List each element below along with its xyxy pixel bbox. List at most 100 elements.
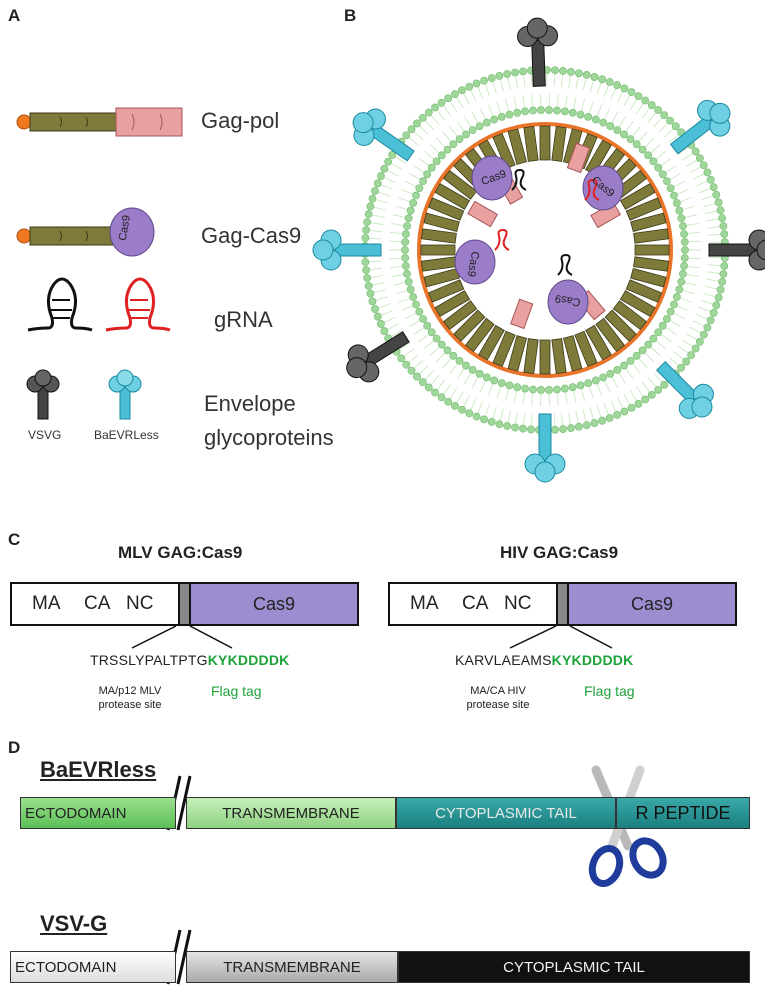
lipid-head: [649, 334, 658, 343]
lipid-head: [620, 130, 628, 139]
lipid-head: [682, 357, 691, 366]
gag-rod: [551, 125, 567, 162]
lipid-head: [455, 356, 464, 365]
mlv-site-sequence: TRSSLYPALTPTG: [90, 652, 208, 668]
lipid-head: [561, 384, 569, 393]
lipid-head: [680, 254, 689, 262]
lipid-head: [451, 401, 459, 410]
envelope-label-line2: glycoproteins: [204, 425, 334, 450]
lipid-head: [695, 337, 704, 346]
grna-strand: [494, 228, 510, 251]
lipid-head: [719, 270, 728, 278]
grna-strand: [557, 253, 573, 276]
lipid-head: [472, 79, 481, 88]
lipid-head: [432, 334, 441, 343]
lipid-head: [574, 69, 583, 78]
lipid-head: [613, 365, 622, 374]
lipid-head: [584, 112, 593, 121]
lipid-head: [716, 206, 725, 215]
lipid-head: [431, 103, 439, 112]
lipid-head: [373, 312, 382, 321]
lipid-head: [641, 395, 650, 404]
lipid-head: [465, 409, 474, 418]
lipid-head: [432, 157, 441, 166]
lipid-head: [406, 285, 415, 294]
lipid-head: [582, 71, 591, 79]
lipid-head: [670, 300, 678, 309]
gag-rod: [595, 317, 626, 352]
lipid-head: [401, 246, 409, 254]
lipid-head: [373, 179, 382, 188]
hiv-protease-site-label: MA/CA HIV protease site: [458, 684, 538, 712]
lipid-head: [465, 82, 474, 91]
lipid-head: [362, 266, 371, 274]
grna-strand: [584, 178, 600, 201]
gag-rod: [630, 212, 667, 233]
pol-protein: [467, 200, 499, 228]
hiv-site-line1: MA/CA HIV: [470, 685, 526, 697]
mlv-ca-segment: CA: [84, 593, 111, 614]
lipid-head: [605, 78, 614, 86]
lipid-head: [401, 254, 410, 262]
cas9-protein: [454, 239, 496, 285]
lipid-head: [672, 199, 681, 207]
gag-rod: [625, 197, 662, 221]
lipid-head: [418, 113, 427, 122]
lipid-head: [591, 115, 600, 124]
lipid-head: [401, 238, 410, 246]
lipid-head: [376, 172, 385, 180]
panel-label-b: B: [344, 6, 357, 25]
vsvg-transmembrane: TRANSMEMBRANE: [186, 951, 398, 983]
lipid-head: [413, 119, 421, 128]
gag-rod: [619, 183, 656, 210]
lipid-head: [677, 363, 686, 372]
lipid-head: [364, 210, 373, 219]
baevrless-r-peptide: R PEPTIDE: [616, 797, 750, 829]
grna-black-icon: [27, 277, 93, 332]
lipid-head: [409, 199, 418, 207]
lipid-head: [567, 424, 575, 433]
lipid-head: [712, 190, 721, 199]
mlv-protease-site-label: MA/p12 MLV protease site: [90, 684, 170, 712]
gag-pol-label: Gag-pol: [201, 108, 280, 133]
lipid-head: [487, 418, 496, 426]
lipid-head: [677, 277, 686, 286]
lipid-head: [427, 163, 436, 172]
gag-rod: [434, 183, 471, 210]
gag-rod: [523, 125, 539, 162]
lipid-head: [437, 98, 446, 107]
lipid-head: [511, 423, 519, 432]
gag-rod: [443, 300, 478, 331]
lipid-head: [513, 383, 522, 392]
lipid-head: [495, 71, 504, 80]
lipid-head: [412, 300, 420, 309]
lipid-head: [598, 75, 607, 84]
lipid-head: [521, 384, 529, 393]
lipid-head: [363, 274, 372, 282]
panel-label-a: A: [8, 6, 21, 25]
lipid-head: [363, 218, 372, 226]
lipid-head: [590, 419, 599, 427]
lipid-head: [458, 86, 466, 95]
lipid-head: [638, 346, 647, 355]
mlv-construct-title: MLV GAG:Cas9: [118, 543, 243, 562]
lipid-head: [427, 328, 436, 337]
baevrless-cytoplasmic-tail: CYTOPLASMIC TAIL: [396, 797, 616, 829]
lipid-head: [505, 110, 514, 119]
mlv-site-line1: MA/p12 MLV: [98, 685, 162, 697]
lipid-head: [599, 373, 608, 382]
lipid-head: [658, 170, 667, 179]
lipid-head: [384, 157, 393, 166]
lipid-head: [677, 214, 686, 223]
lipid-head: [703, 323, 712, 332]
lipid-head: [371, 305, 379, 313]
lipid-head: [606, 122, 615, 131]
gag-cas9-molecule: [16, 207, 155, 257]
gag-rod: [619, 290, 656, 317]
baevrless-glycoprotein: [352, 108, 415, 162]
gag-rod: [507, 335, 528, 372]
lipid-head: [632, 351, 641, 360]
lipid-head: [666, 116, 675, 125]
grna-label: gRNA: [214, 307, 273, 332]
mlv-flag-tag-label: Flag tag: [211, 683, 262, 699]
